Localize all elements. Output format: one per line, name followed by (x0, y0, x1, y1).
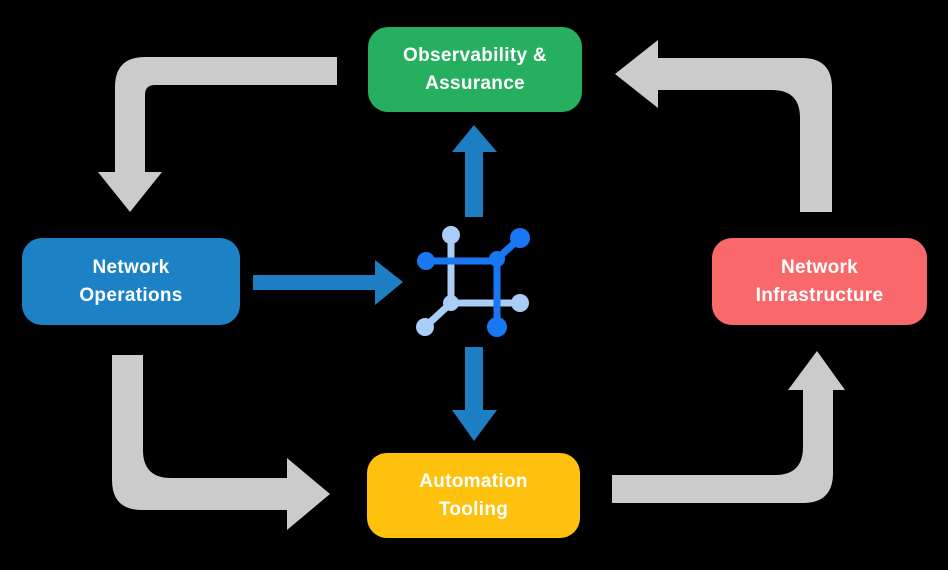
arrow-observability-to-operations (98, 57, 337, 212)
arrow-operations-to-center (253, 260, 403, 305)
node-network-infrastructure: Network Infrastructure (712, 238, 927, 325)
arrow-center-to-automation (452, 347, 497, 441)
node-label-line: Automation (419, 470, 528, 492)
arrow-automation-to-infrastructure (612, 351, 845, 503)
arrow-operations-to-automation (112, 355, 330, 530)
node-label-line: Network (92, 256, 170, 278)
node-label-line: Tooling (438, 498, 509, 520)
node-label-line: Observability & (403, 44, 547, 66)
node-network-operations: Network Operations (22, 238, 240, 325)
network-mesh-icon (416, 226, 530, 337)
node-label-line: Operations (79, 284, 183, 306)
node-label-line: Infrastructure (755, 284, 884, 306)
arrow-center-to-observability (452, 125, 497, 217)
node-automation-tooling: Automation Tooling (367, 453, 580, 538)
arrow-infrastructure-to-observability (615, 40, 832, 212)
node-observability-assurance: Observability & Assurance (368, 27, 582, 112)
node-label-line: Network (780, 256, 859, 278)
node-label-line: Assurance (425, 72, 525, 94)
